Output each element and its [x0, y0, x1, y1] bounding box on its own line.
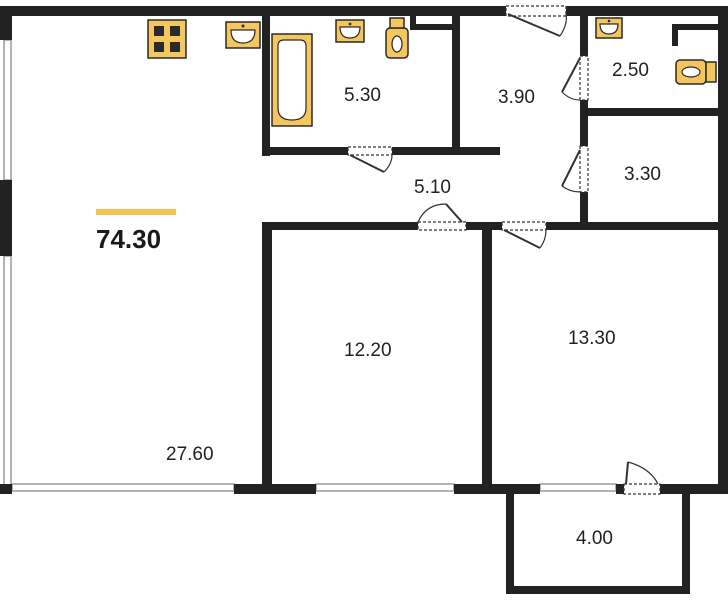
room-area-corridor-upper: 3.90 [498, 87, 535, 108]
washbasin-icon [595, 17, 623, 39]
window-bottom-bedroom-left [315, 483, 455, 492]
kitchen-sink-icon [225, 21, 261, 49]
wall-balcony-left [506, 494, 514, 594]
wall-bedroom-left [262, 222, 272, 488]
bathtub-icon [271, 33, 313, 127]
wall-left-mid [0, 180, 12, 256]
room-area-living: 27.60 [166, 444, 214, 465]
window-bottom-bedroom-right [539, 483, 617, 492]
wall-wc-left-c [580, 192, 588, 222]
door-storage [561, 145, 589, 193]
washbasin-icon [335, 19, 365, 43]
wall-bedroom-top-a [262, 222, 418, 230]
wall-balcony-bottom [506, 586, 690, 594]
wall-wc-left-a [580, 6, 588, 56]
wall-bath-niche-side [410, 6, 416, 30]
wall-top-right [566, 6, 728, 16]
walls [0, 6, 728, 594]
wall-bath-right [452, 6, 460, 147]
toilet-icon [675, 59, 717, 85]
wall-balcony-right [682, 494, 690, 594]
total-area-accent-bar [96, 209, 176, 215]
window-bottom-living [11, 483, 235, 492]
window-left-lower [3, 255, 12, 489]
wall-bottom-3 [616, 484, 624, 494]
door-balcony [623, 461, 661, 495]
wall-left-top [0, 6, 12, 40]
wall-wc-niche [672, 24, 720, 30]
total-area: 74.30 [96, 224, 162, 254]
wall-bottom-2 [454, 484, 540, 494]
wall-bath-left [262, 6, 270, 156]
wall-bath-bottom-b [392, 147, 500, 155]
wall-bedroom-middle [482, 222, 492, 488]
room-area-bedroom-right: 13.30 [568, 328, 616, 349]
window-left-upper [3, 39, 12, 181]
toilet-icon [385, 17, 409, 59]
wall-wc-niche-side [672, 24, 678, 46]
wall-left-bottom [0, 484, 12, 494]
wall-bath-bottom-a [262, 147, 348, 155]
stove-icon [147, 19, 187, 59]
door-bedroom-right [501, 221, 547, 249]
room-area-bedroom-left: 12.20 [344, 340, 392, 361]
room-area-storage: 3.30 [624, 164, 661, 185]
room-area-hall: 5.10 [414, 177, 451, 198]
room-area-bathroom: 5.30 [344, 85, 381, 106]
door-bathroom [347, 146, 393, 173]
wall-bedroom-top-c [546, 222, 728, 230]
wall-bottom-1 [234, 484, 316, 494]
door-entrance [505, 5, 567, 37]
wall-wc-bottom [580, 108, 728, 116]
wall-top [0, 6, 506, 16]
door-bedroom-left [417, 203, 467, 231]
wall-wc-left-b [580, 100, 588, 146]
door-toilet [561, 55, 589, 101]
wall-right [718, 6, 728, 494]
room-area-balcony: 4.00 [576, 528, 613, 549]
room-area-toilet: 2.50 [612, 60, 649, 81]
doors [347, 5, 661, 495]
wall-bath-niche-top [410, 24, 454, 30]
wall-bottom-4 [660, 484, 728, 494]
